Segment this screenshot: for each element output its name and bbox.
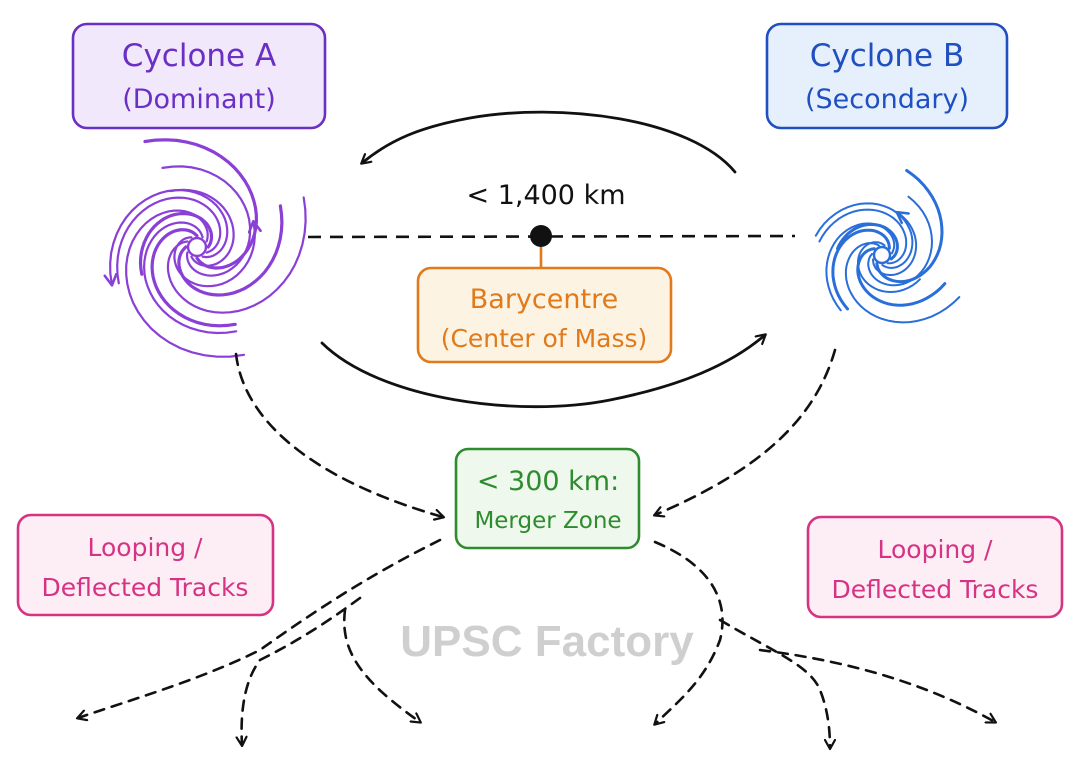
looping-tracks-left-box: Looping / Deflected Tracks	[16, 513, 275, 617]
merger-zone-title: Merger Zone	[474, 508, 621, 534]
cyclone-a-title: Cyclone A	[122, 38, 276, 74]
spiral-arm	[173, 222, 254, 288]
track-left-2	[242, 596, 362, 745]
spiral-arm	[857, 241, 921, 294]
watermark-logo: UPSC Factory	[400, 617, 694, 666]
spiral-eye	[872, 245, 892, 265]
spiral-arm	[867, 195, 934, 287]
merger-zone-box: < 300 km: Merger Zone	[454, 447, 641, 550]
spiral-arm	[875, 169, 944, 284]
track-right-2	[718, 618, 830, 748]
deflected-tracks-left	[78, 538, 442, 745]
barycentre-dot	[530, 225, 552, 247]
deflected-tracks-right	[655, 540, 995, 748]
spiral-arm	[138, 211, 214, 276]
spiral-arm	[125, 209, 246, 358]
looping-tracks-right-box: Looping / Deflected Tracks	[806, 515, 1064, 619]
track-right-1	[655, 540, 724, 724]
looping-right-line2: Deflected Tracks	[832, 575, 1039, 604]
spiral-arm	[825, 222, 896, 312]
orbit-arrow-bottom	[320, 335, 765, 409]
spiral-arm	[872, 213, 918, 276]
cyclone-a-box: Cyclone A (Dominant)	[71, 22, 327, 130]
cyclone-b-spiral-icon	[814, 169, 961, 324]
cyclone-b-subtitle: (Secondary)	[805, 84, 969, 115]
spiral-arm	[177, 204, 284, 297]
spiral-arm	[831, 228, 891, 311]
spiral-arm	[166, 196, 307, 314]
cyclone-a-subtitle: (Dominant)	[122, 84, 276, 115]
spiral-arm	[814, 202, 914, 269]
barycentre-box: Barycentre (Center of Mass)	[416, 266, 673, 364]
distance-label: < 1,400 km	[466, 180, 625, 211]
spiral-arm	[150, 228, 237, 328]
spiral-arm	[110, 188, 229, 284]
track-arrow-a-to-merger	[234, 352, 443, 517]
cyclone-b-title: Cyclone B	[810, 38, 964, 74]
track-left-1	[78, 538, 442, 718]
spiral-arm	[856, 247, 947, 307]
barycentre-subtitle: (Center of Mass)	[441, 324, 648, 353]
looping-left-line2: Deflected Tracks	[42, 573, 249, 602]
cyclone-b-box: Cyclone B (Secondary)	[765, 22, 1009, 130]
spiral-arm	[142, 221, 238, 335]
track-arrow-b-to-merger	[655, 348, 837, 515]
looping-left-line1: Looping /	[88, 533, 204, 562]
spiral-arm	[818, 208, 908, 265]
track-right-3	[758, 648, 995, 722]
track-left-3	[342, 608, 420, 722]
spiral-arm	[116, 196, 222, 285]
spiral-arm	[844, 242, 961, 324]
merger-zone-distance: < 300 km:	[477, 466, 619, 497]
spiral-eye	[186, 236, 208, 258]
spiral-arm	[836, 222, 899, 261]
orbit-arrow-top	[362, 110, 737, 174]
looping-right-line1: Looping /	[878, 535, 994, 564]
spiral-arm	[161, 165, 252, 277]
barycentre-title: Barycentre	[470, 284, 618, 315]
cyclone-a-spiral-icon	[110, 138, 307, 358]
spiral-arm	[170, 188, 235, 267]
